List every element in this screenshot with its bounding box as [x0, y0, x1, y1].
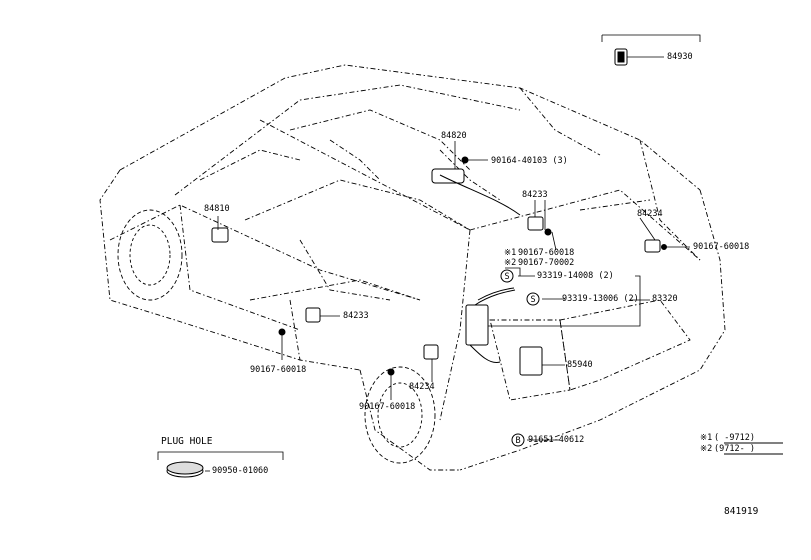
callout-85940: 85940: [567, 360, 593, 370]
plug-hole-part-number: 90950-01060: [212, 466, 269, 476]
front-wheel: [117, 209, 183, 301]
ref-mark-1: ※1: [504, 248, 517, 258]
diagram-number: 841919: [724, 506, 759, 517]
callout-83320: 83320: [652, 294, 678, 304]
legend-row2-mark: ※2: [700, 444, 713, 454]
callout-93319-14008: 93319-14008 (2): [537, 271, 614, 281]
harness-83320: [465, 304, 489, 346]
callout-90167-70002-ref2: 90167-70002: [518, 258, 575, 268]
rear-wheel: [364, 366, 436, 464]
callout-84233-mid: 84233: [343, 311, 369, 321]
wheels: [117, 209, 436, 464]
relay-85940: [519, 346, 543, 376]
vehicle-body-outline: [99, 64, 726, 471]
components: [166, 48, 667, 478]
callout-91651-40612: 91651-40612: [528, 435, 585, 445]
s-symbol-upper: [500, 269, 514, 283]
legend-row1-mark: ※1: [700, 433, 713, 443]
callout-84234-right: 84234: [637, 209, 663, 219]
callout-84810: 84810: [204, 204, 230, 214]
b-symbol: [511, 433, 525, 447]
callout-84820: 84820: [441, 131, 467, 141]
legend-underlines: [724, 442, 783, 455]
callout-90164-40103: 90164-40103 (3): [491, 156, 568, 166]
switch-84810: [211, 227, 229, 243]
b-symbol-text: B: [515, 436, 520, 446]
legend-row1-text: ( -9712): [714, 433, 755, 443]
leader-lines: [157, 34, 701, 472]
harness-wires: [439, 174, 521, 364]
callout-84234-bottom: 84234: [409, 382, 435, 392]
screw-90164: [461, 156, 469, 164]
callout-90167-60018-bottom: 90167-60018: [359, 402, 416, 412]
switch-84233-top: [527, 216, 544, 231]
circle-symbols: [500, 269, 540, 447]
callout-84930: 84930: [667, 52, 693, 62]
callout-84233-top: 84233: [522, 190, 548, 200]
s-symbol-lower-text: S: [530, 295, 535, 305]
ref-mark-2: ※2: [504, 258, 517, 268]
s-symbol-upper-text: S: [504, 272, 509, 282]
legend-row2-text: (9712- ): [714, 444, 755, 454]
switch-84234-bottom: [423, 344, 439, 360]
callout-93319-13006: 93319-13006 (2): [562, 294, 639, 304]
switch-84234-right: [644, 239, 661, 253]
plug-hole-title: PLUG HOLE: [161, 436, 213, 447]
callout-90167-60018-right: 90167-60018: [693, 242, 750, 252]
s-symbol-lower: [526, 292, 540, 306]
callout-90167-60018-left: 90167-60018: [250, 365, 307, 375]
module-84820: [431, 168, 465, 184]
switch-84233-mid: [305, 307, 321, 323]
callout-90167-60018-ref1: 90167-60018: [518, 248, 575, 258]
